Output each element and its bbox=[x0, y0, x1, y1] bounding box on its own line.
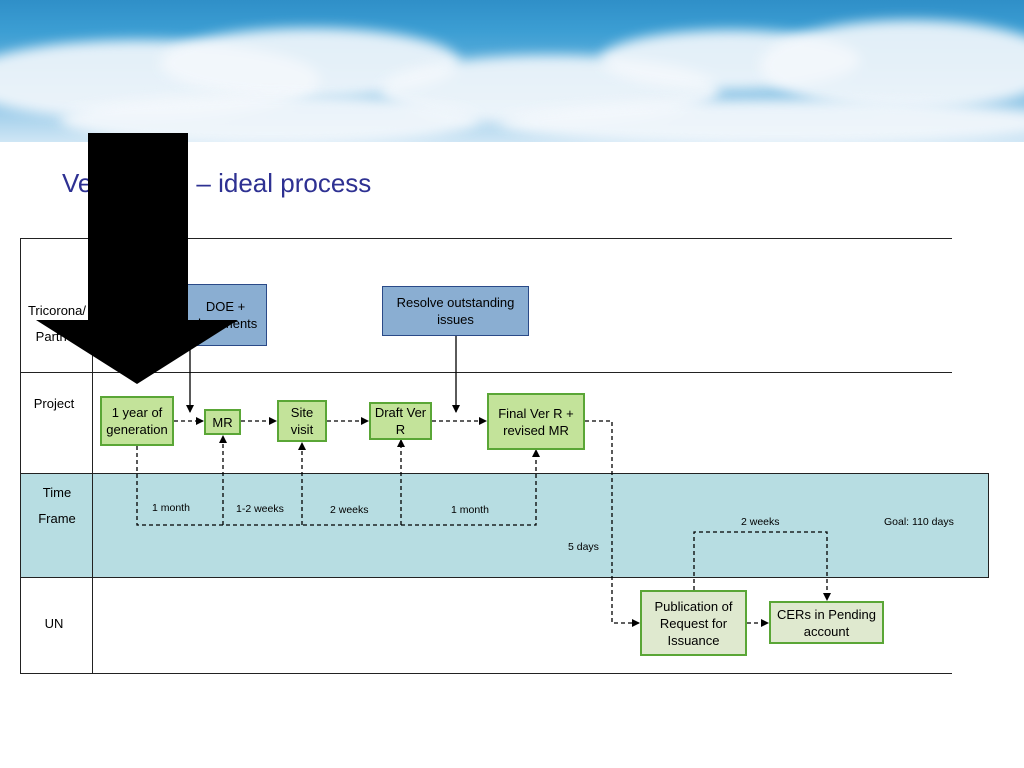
site-visit-box: Site visit bbox=[277, 400, 327, 442]
resolve-issues-box: Resolve outstanding issues bbox=[382, 286, 529, 336]
cers-pending-box: CERs in Pending account bbox=[769, 601, 884, 644]
sky-banner bbox=[0, 0, 1024, 142]
table-bottom-border bbox=[20, 673, 952, 674]
duration-label: 5 days bbox=[568, 541, 599, 553]
row-divider-1 bbox=[20, 372, 952, 373]
duration-label: 1 month bbox=[152, 502, 190, 514]
duration-label: 1-2 weeks bbox=[236, 503, 284, 515]
table-top-border bbox=[20, 238, 952, 239]
publication-request-box: Publication of Request for Issuance bbox=[640, 590, 747, 656]
duration-label: 2 weeks bbox=[330, 504, 369, 516]
final-ver-r-box: Final Ver R + revised MR bbox=[487, 393, 585, 450]
row-label-project: Project bbox=[33, 396, 75, 411]
row-label-time-frame: Time Frame bbox=[38, 485, 76, 526]
row-label-un: UN bbox=[44, 616, 64, 631]
mr-box: MR bbox=[204, 409, 241, 435]
one-year-generation-box: 1 year of generation bbox=[100, 396, 174, 446]
duration-label: 2 weeks bbox=[741, 516, 780, 528]
table-left-border bbox=[20, 238, 21, 674]
duration-label: 1 month bbox=[451, 504, 489, 516]
label-column-divider bbox=[92, 238, 93, 674]
goal-label: Goal: 110 days bbox=[884, 516, 954, 528]
draft-ver-r-box: Draft Ver R bbox=[369, 402, 432, 440]
